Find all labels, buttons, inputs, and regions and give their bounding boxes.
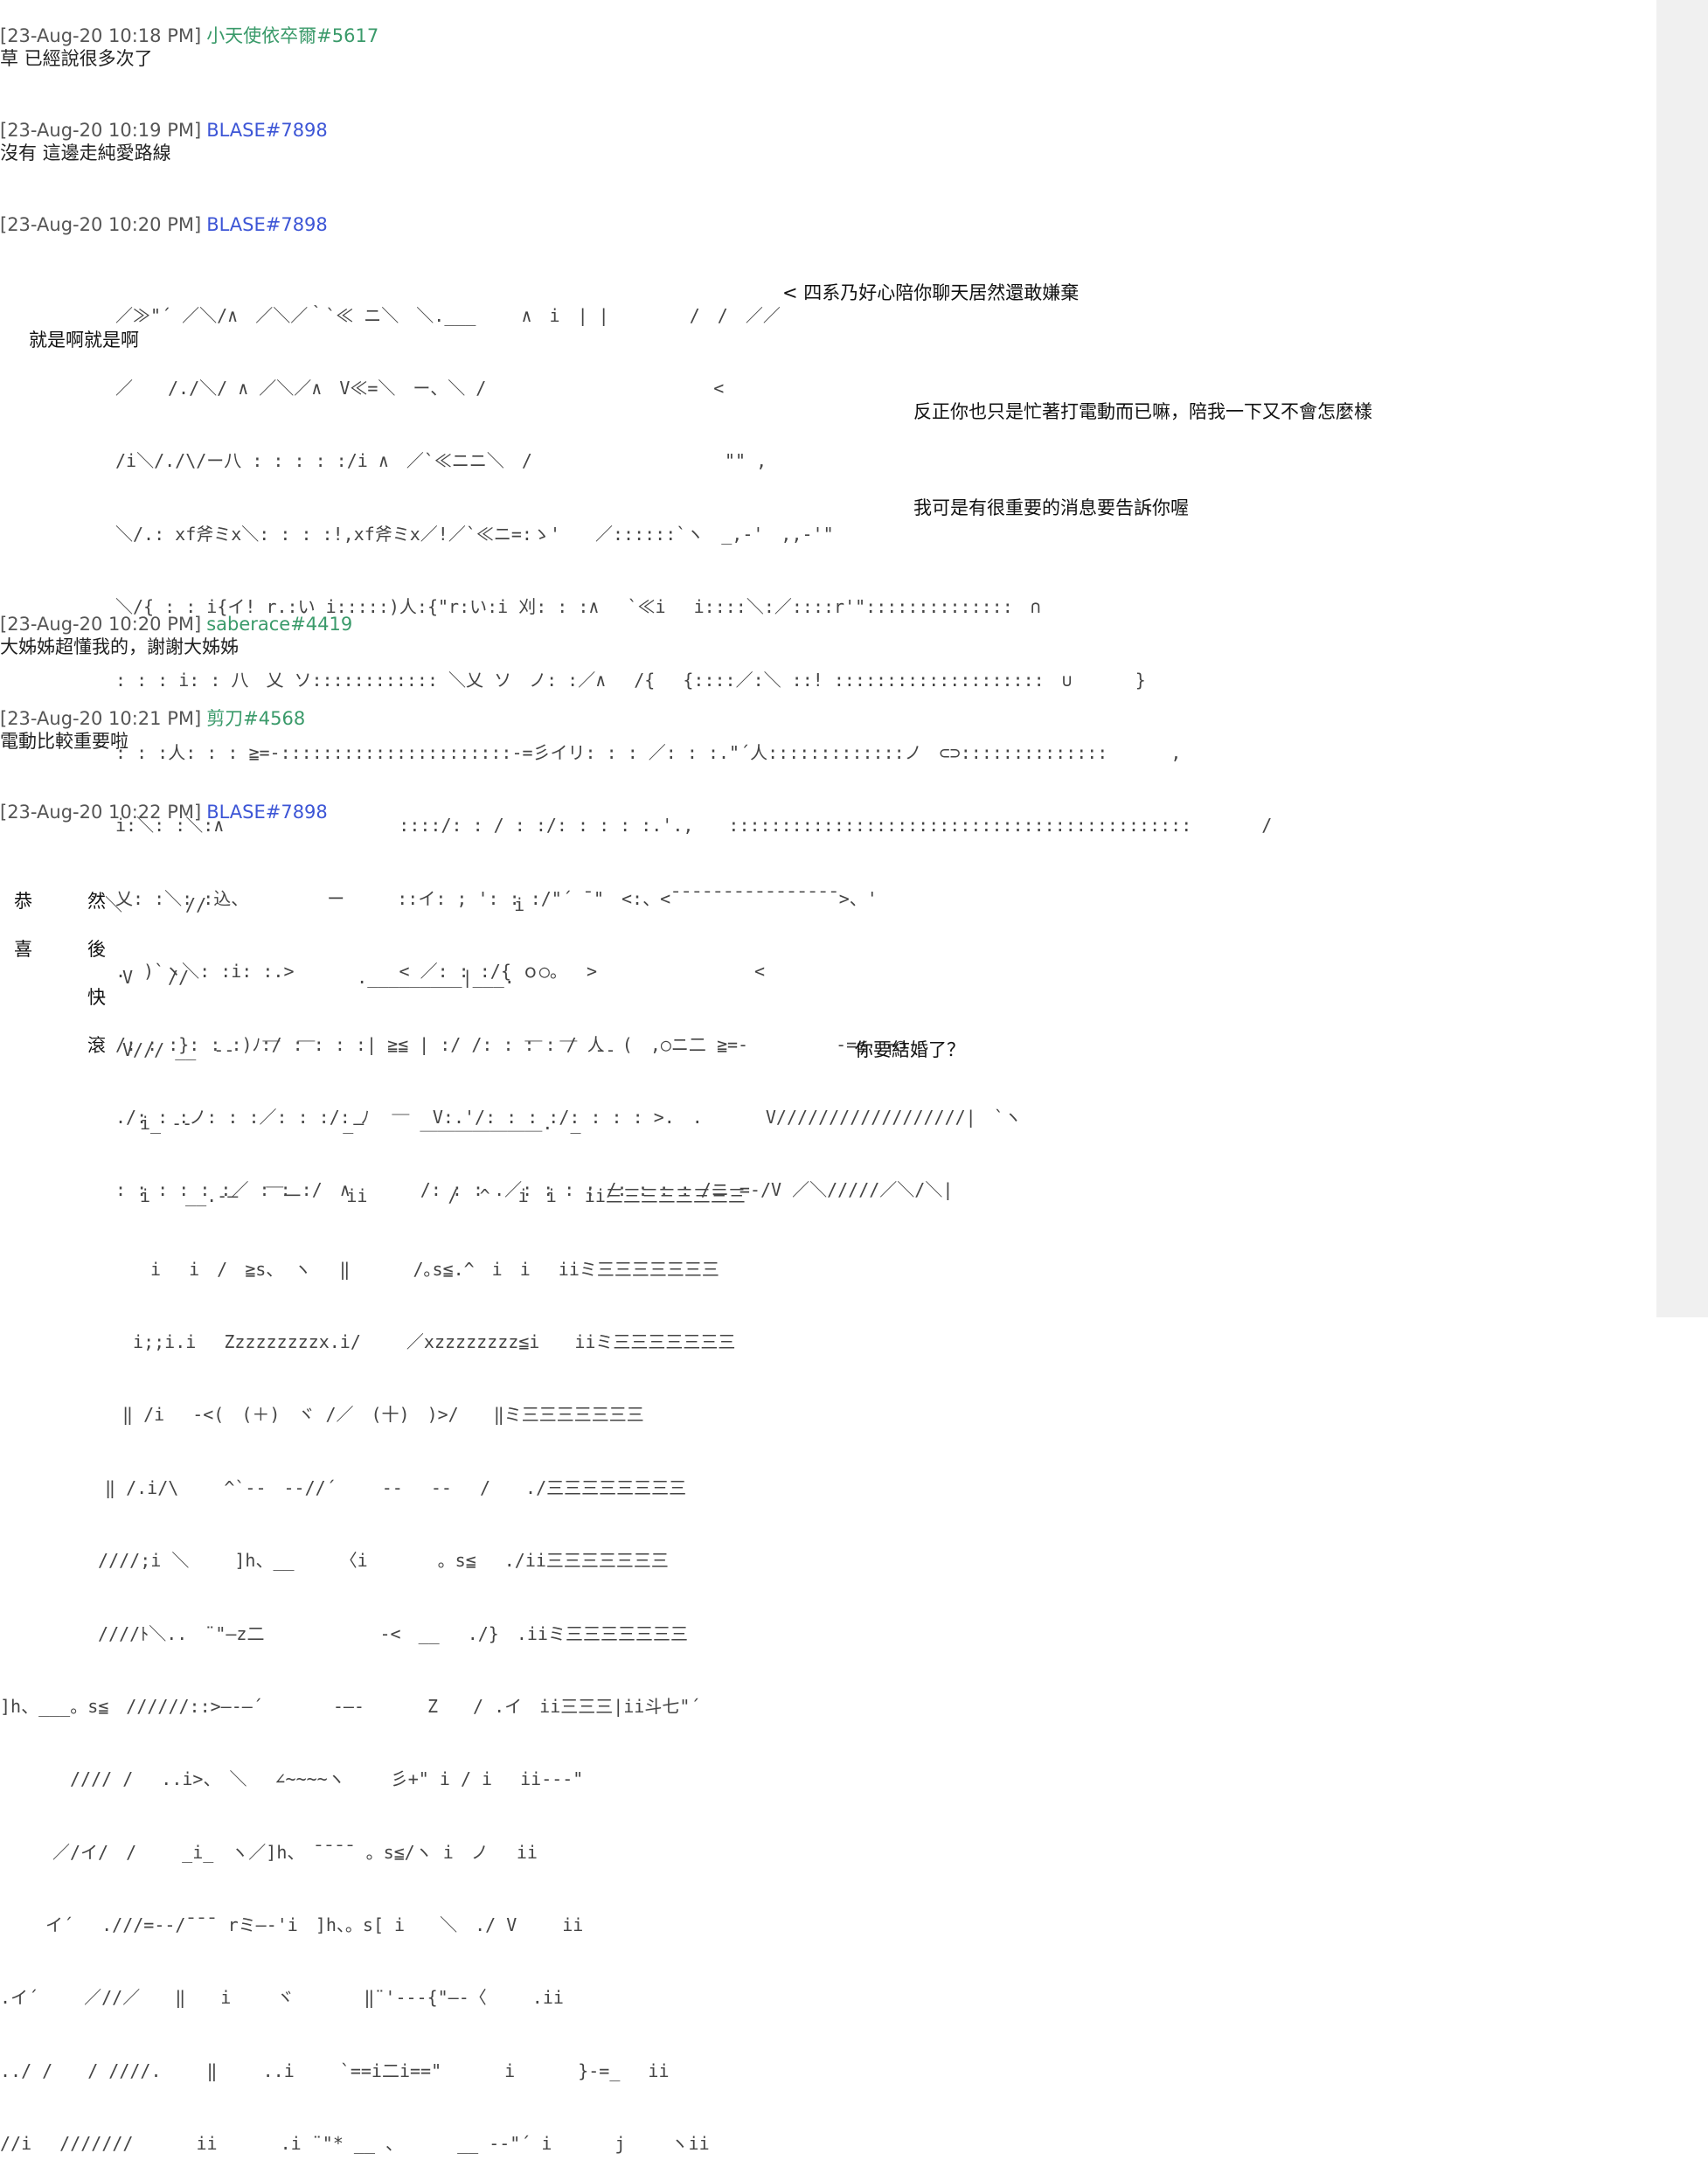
message-text: 沒有 這邊走純愛路線: [0, 142, 171, 163]
art-line: /i＼/./\/ー八 : : : : :/i ∧ ／`≪ニニ＼ / "" ,: [115, 450, 767, 472]
speech-text: 就是啊就是啊: [29, 330, 139, 351]
art-line: : : : : : :／ : : :/ ∧ /: : : .／: : : : /…: [115, 1179, 954, 1201]
username[interactable]: BLASE#7898: [206, 120, 328, 141]
art-line: ./: : :ノ: : :／: : :/: ﾉ V:.'/: : : :/: :…: [115, 1106, 1022, 1128]
art-line: ]h、___。s≦ //////::>—-—´ -—- Z / .イ ii三三三…: [0, 1695, 701, 1717]
art-line: //i /////// ii .i ¨"* __ 、 __ --"´ i j ヽ…: [0, 2133, 710, 2155]
art-line: ＼/{ : : i{イ! r.:い i:::::)人:{"r:い:i 刈: : …: [115, 596, 1041, 618]
speech-text: < 四系乃好心陪你聊天居然還敢嫌棄: [782, 282, 1080, 303]
art-line: i __.-— ￣一 ii / ^ i i ii三三三三三三三三: [0, 1185, 746, 1207]
message-header: [23-Aug-20 10:20 PM]BLASE#7898: [0, 213, 328, 236]
ascii-art-block: ／≫"´ ／＼/∧ ／＼／｀`≪ ニ＼ ＼.___ ∧ i | | / / ／／…: [115, 255, 1273, 1227]
art-line: ／/イ/ / _i_ ヽ／]h、 ¯¯¯¯ 。s≦/ヽ i ノ ii: [0, 1841, 538, 1863]
message-header: [23-Aug-20 10:20 PM]saberace#4419: [0, 613, 352, 636]
message-text: 大姊姊超懂我的，謝謝大姊姊: [0, 636, 239, 657]
message-text: 草 已經說很多次了: [0, 48, 153, 69]
timestamp: [23-Aug-20 10:21 PM]: [0, 708, 202, 729]
message-header: [23-Aug-20 10:21 PM]剪刀#4568: [0, 707, 305, 730]
vertical-text-char: 滾: [87, 1035, 106, 1056]
vertical-text-char: 快: [87, 987, 106, 1008]
timestamp: [23-Aug-20 10:20 PM]: [0, 614, 202, 635]
right-gutter: [1656, 0, 1708, 1317]
vertical-text-char: 恭: [14, 891, 32, 912]
art-line: . )`ヽ＼: :i: :.> < ／: : :/{ ｏ○。 > <: [115, 961, 766, 983]
timestamp: [23-Aug-20 10:19 PM]: [0, 120, 202, 141]
message-header: [23-Aug-20 10:18 PM]小天使依卒爾#5617: [0, 24, 378, 47]
art-line: ////ﾄ＼.. ¨"—z二 -< __ ./} .iiミ三三三三三三三: [0, 1622, 688, 1644]
message-text: 電動比較重要啦: [0, 731, 128, 752]
art-line: ../ / / ////. ‖ ..i `==i二i==" i }-=_ ii: [0, 2059, 670, 2081]
art-line: ‖ /.i/\ ^`-- --//´ -- -- / ./三三三三三三三三: [0, 1476, 687, 1498]
timestamp: [23-Aug-20 10:18 PM]: [0, 25, 202, 46]
vertical-text-char: 然: [87, 891, 106, 912]
message-header: [23-Aug-20 10:22 PM]BLASE#7898: [0, 801, 328, 823]
art-line: i i / ≧s、 ヽ ‖ /｡s≦.^ i i iiミ三三三三三三三: [0, 1258, 719, 1280]
username[interactable]: 剪刀#4568: [206, 708, 306, 729]
art-line: ‖ /i -<( (＋) ヾ /／ (十) )>/ ‖ミ三三三三三三三: [0, 1404, 644, 1426]
art-line: .イ´ ／//／ ‖ i ヾ ‖¨'---{"—-〈 .ii: [0, 1987, 564, 2009]
speech-text: 你要結婚了？: [855, 1039, 965, 1060]
art-line: : : : i: : 八 乂 ソ:::::::::::: ＼乂 ソ ノ: :／∧…: [115, 669, 1146, 691]
vertical-text-char: 後: [87, 939, 106, 960]
art-line: i:＼: :＼:∧ ::::/: : / : :/: : : : :.'., :…: [115, 815, 1273, 837]
timestamp: [23-Aug-20 10:20 PM]: [0, 214, 202, 235]
art-line: V // ._________|___.: [0, 966, 515, 988]
art-line: ////;i ＼ ]h、__ 〈i 。s≦ ./ii三三三三三三三: [0, 1550, 669, 1572]
username[interactable]: saberace#4419: [206, 614, 353, 635]
timestamp: [23-Aug-20 10:22 PM]: [0, 802, 202, 823]
art-line: ＼/.: xf斧ミx＼: : : :!,xf斧ミx／!／`≪ニ=:ゝ' ／:::…: [115, 523, 834, 545]
art-line: : : :人: : : ≧=-::::::::::::::::::::::-=彡…: [115, 741, 1182, 763]
username[interactable]: 小天使依卒爾#5617: [206, 25, 379, 46]
username[interactable]: BLASE#7898: [206, 802, 328, 823]
speech-text: 我可是有很重要的消息要告訴你喔: [913, 497, 1189, 518]
speech-text: 反正你也只是忙著打電動而已嘛，陪我一下又不會怎麼樣: [913, 401, 1372, 422]
art-line: //// / ..i>、 ＼ ∠~~~~ヽ 彡+" i / i ii---": [0, 1768, 584, 1790]
art-line: V/// __ -- ￣ ￣ ￣ ￣ --: [0, 1039, 616, 1061]
username[interactable]: BLASE#7898: [206, 214, 328, 235]
art-line: i;;i.i Zzzzzzzzzx.i/ ／xzzzzzzzz≦i iiミ三三三…: [0, 1330, 736, 1352]
art-line: 乂: :＼: :込、 ー ::イ: ; ': : :/"´ ¯" <:、<¯¯¯…: [115, 887, 878, 909]
art-line: イ´ .///=--/¯¯¯ rミ—-'i ]h、。s[ i ＼ ./ V ii: [0, 1914, 584, 1936]
ascii-art-block: ＼ // i V // ._________|___. V/// __ -- ￣…: [0, 844, 752, 2181]
art-line: i_ -- _— ￣ ＿＿＿＿＿＿＿. _: [0, 1112, 581, 1134]
message-header: [23-Aug-20 10:19 PM]BLASE#7898: [0, 119, 328, 142]
vertical-text-char: 喜: [14, 939, 32, 960]
art-line: ／ /./＼/ ∧ ／＼／∧ V≪=＼ ー、＼ / <: [115, 377, 725, 399]
art-line: ＼ // i: [0, 893, 525, 915]
art-line: ／≫"´ ／＼/∧ ／＼／｀`≪ ニ＼ ＼.___ ∧ i | | / / ／／: [115, 304, 781, 326]
